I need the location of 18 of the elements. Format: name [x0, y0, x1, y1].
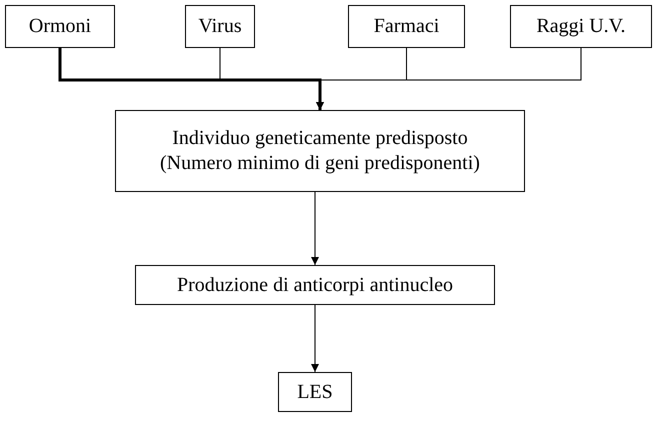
label-box [185, 5, 255, 48]
label-box [348, 5, 465, 48]
box-text: Raggi U.V. [536, 14, 626, 39]
box-text: Virus [198, 14, 242, 39]
label-box [510, 5, 652, 48]
label-box [135, 265, 495, 305]
connector-arrow [58, 48, 324, 110]
box-text: Ormoni [28, 14, 92, 39]
box-text: LES [297, 380, 333, 404]
box-text: Produzione di anticorpi antinucleo [176, 272, 454, 298]
connector-arrow [311, 304, 319, 372]
connector-arrow [311, 192, 319, 266]
box-text: (Numero minimo di geni predisponenti) [160, 151, 480, 176]
box-text: Farmaci [374, 14, 440, 39]
box-text: Individuo geneticamente predisposto [172, 126, 468, 151]
label-box [115, 110, 525, 192]
label-box [278, 372, 352, 412]
label-box [5, 5, 115, 48]
